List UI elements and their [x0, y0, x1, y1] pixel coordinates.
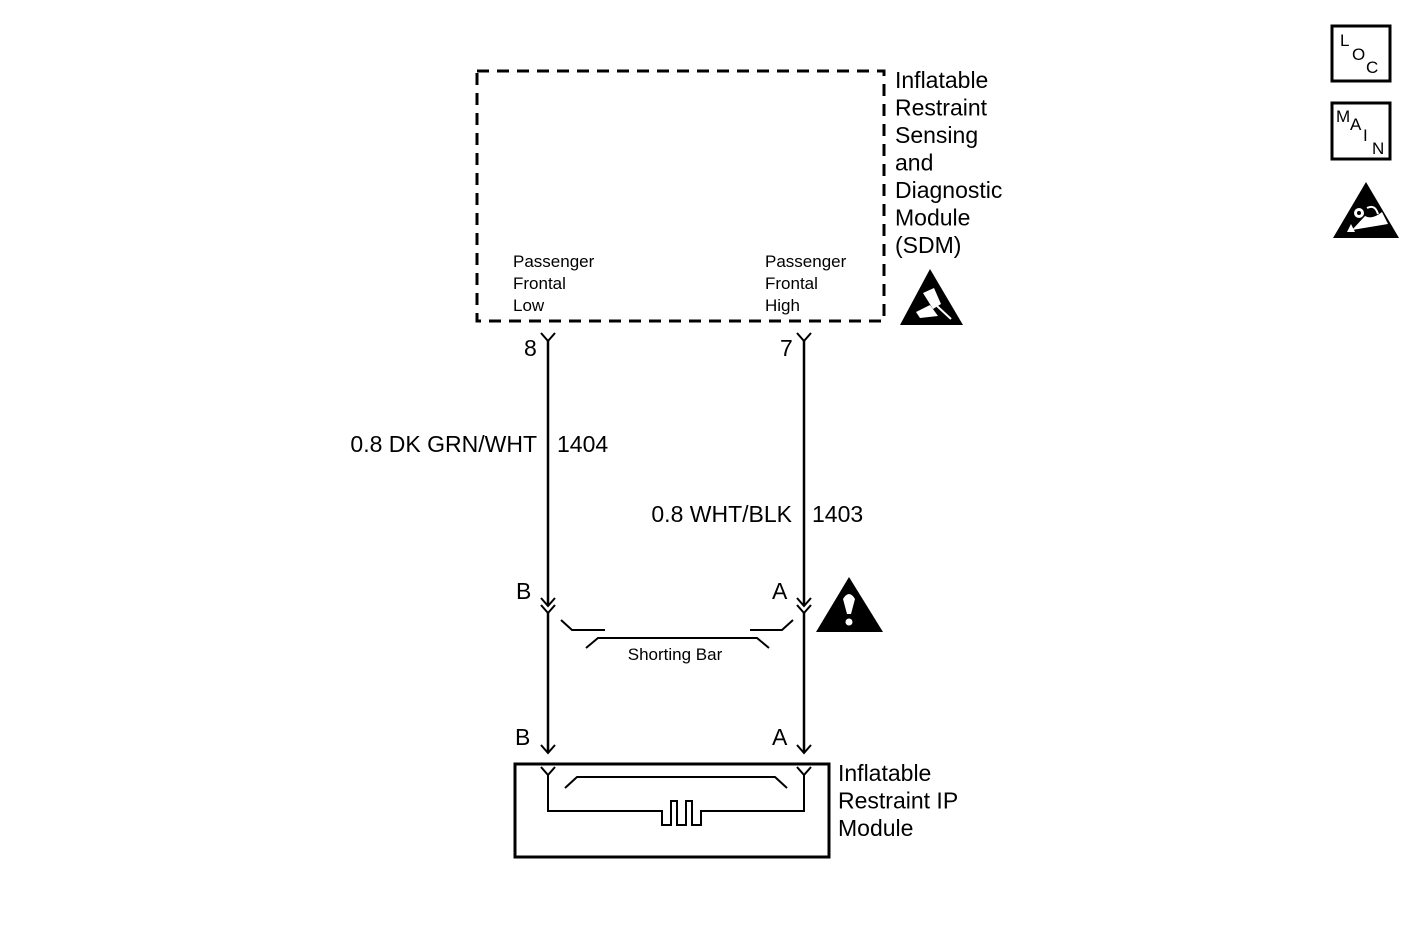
main-badge-letter: A — [1350, 115, 1362, 134]
loc-badge-icon: L O C — [1330, 24, 1392, 83]
ip-module-name-line: Restraint IP — [838, 788, 958, 814]
sdm-name-line: and — [895, 150, 933, 176]
connector-upper-a: A — [772, 578, 788, 604]
pin-low-label: Passenger Frontal Low — [513, 252, 599, 315]
pin-high-number: 7 — [780, 335, 793, 361]
ip-module-name-line: Inflatable — [838, 760, 931, 786]
ip-module-name: Inflatable Restraint IP Module — [838, 760, 964, 841]
loc-badge-letter: O — [1352, 45, 1365, 64]
main-badge-icon: M A I N — [1330, 101, 1392, 161]
shorting-bar — [560, 619, 794, 649]
wire-high — [796, 332, 812, 615]
shorting-bar-label: Shorting Bar — [628, 645, 723, 664]
ip-module-box — [513, 762, 831, 859]
sdm-name-line: Restraint — [895, 95, 988, 121]
sdm-box — [475, 69, 886, 323]
wire-low — [540, 332, 556, 615]
airbag-warning-icon — [1333, 182, 1399, 238]
arrow-to-module-a — [796, 744, 812, 755]
connector-upper-b: B — [516, 578, 531, 604]
wire-high-circuit: 1403 — [812, 501, 863, 527]
pin-low-label-line: Frontal — [513, 274, 566, 293]
loc-badge-letter: C — [1366, 58, 1378, 77]
pin-high-label-line: Passenger — [765, 252, 847, 271]
wire-low-spec: 0.8 DK GRN/WHT — [350, 431, 537, 457]
pin-low-number: 8 — [524, 335, 537, 361]
sdm-name: Inflatable Restraint Sensing and Diagnos… — [895, 67, 1009, 258]
sdm-name-line: Inflatable — [895, 67, 988, 93]
esd-sensitive-icon — [900, 269, 963, 325]
sdm-name-line: (SDM) — [895, 232, 961, 258]
loc-badge-letter: L — [1340, 31, 1349, 50]
pin-low-label-line: Low — [513, 296, 545, 315]
pin-high-label-line: Frontal — [765, 274, 818, 293]
arrow-to-module-b — [540, 744, 556, 755]
main-badge-letter: M — [1336, 107, 1350, 126]
caution-warning-icon — [816, 577, 883, 632]
pin-high-label-line: High — [765, 296, 800, 315]
wire-high-spec: 0.8 WHT/BLK — [651, 501, 792, 527]
connector-lower-b: B — [515, 724, 530, 750]
sdm-name-line: Diagnostic — [895, 177, 1002, 203]
main-badge-letter: N — [1372, 139, 1384, 158]
main-badge-letter: I — [1363, 126, 1368, 145]
wire-low-circuit: 1404 — [557, 431, 608, 457]
pin-low-label-line: Passenger — [513, 252, 595, 271]
connector-lower-a: A — [772, 724, 788, 750]
ip-module-internal-circuit — [547, 775, 805, 826]
ip-module-name-line: Module — [838, 815, 913, 841]
sdm-name-line: Module — [895, 205, 970, 231]
sdm-name-line: Sensing — [895, 122, 978, 148]
pin-high-label: Passenger Frontal High — [765, 252, 851, 315]
